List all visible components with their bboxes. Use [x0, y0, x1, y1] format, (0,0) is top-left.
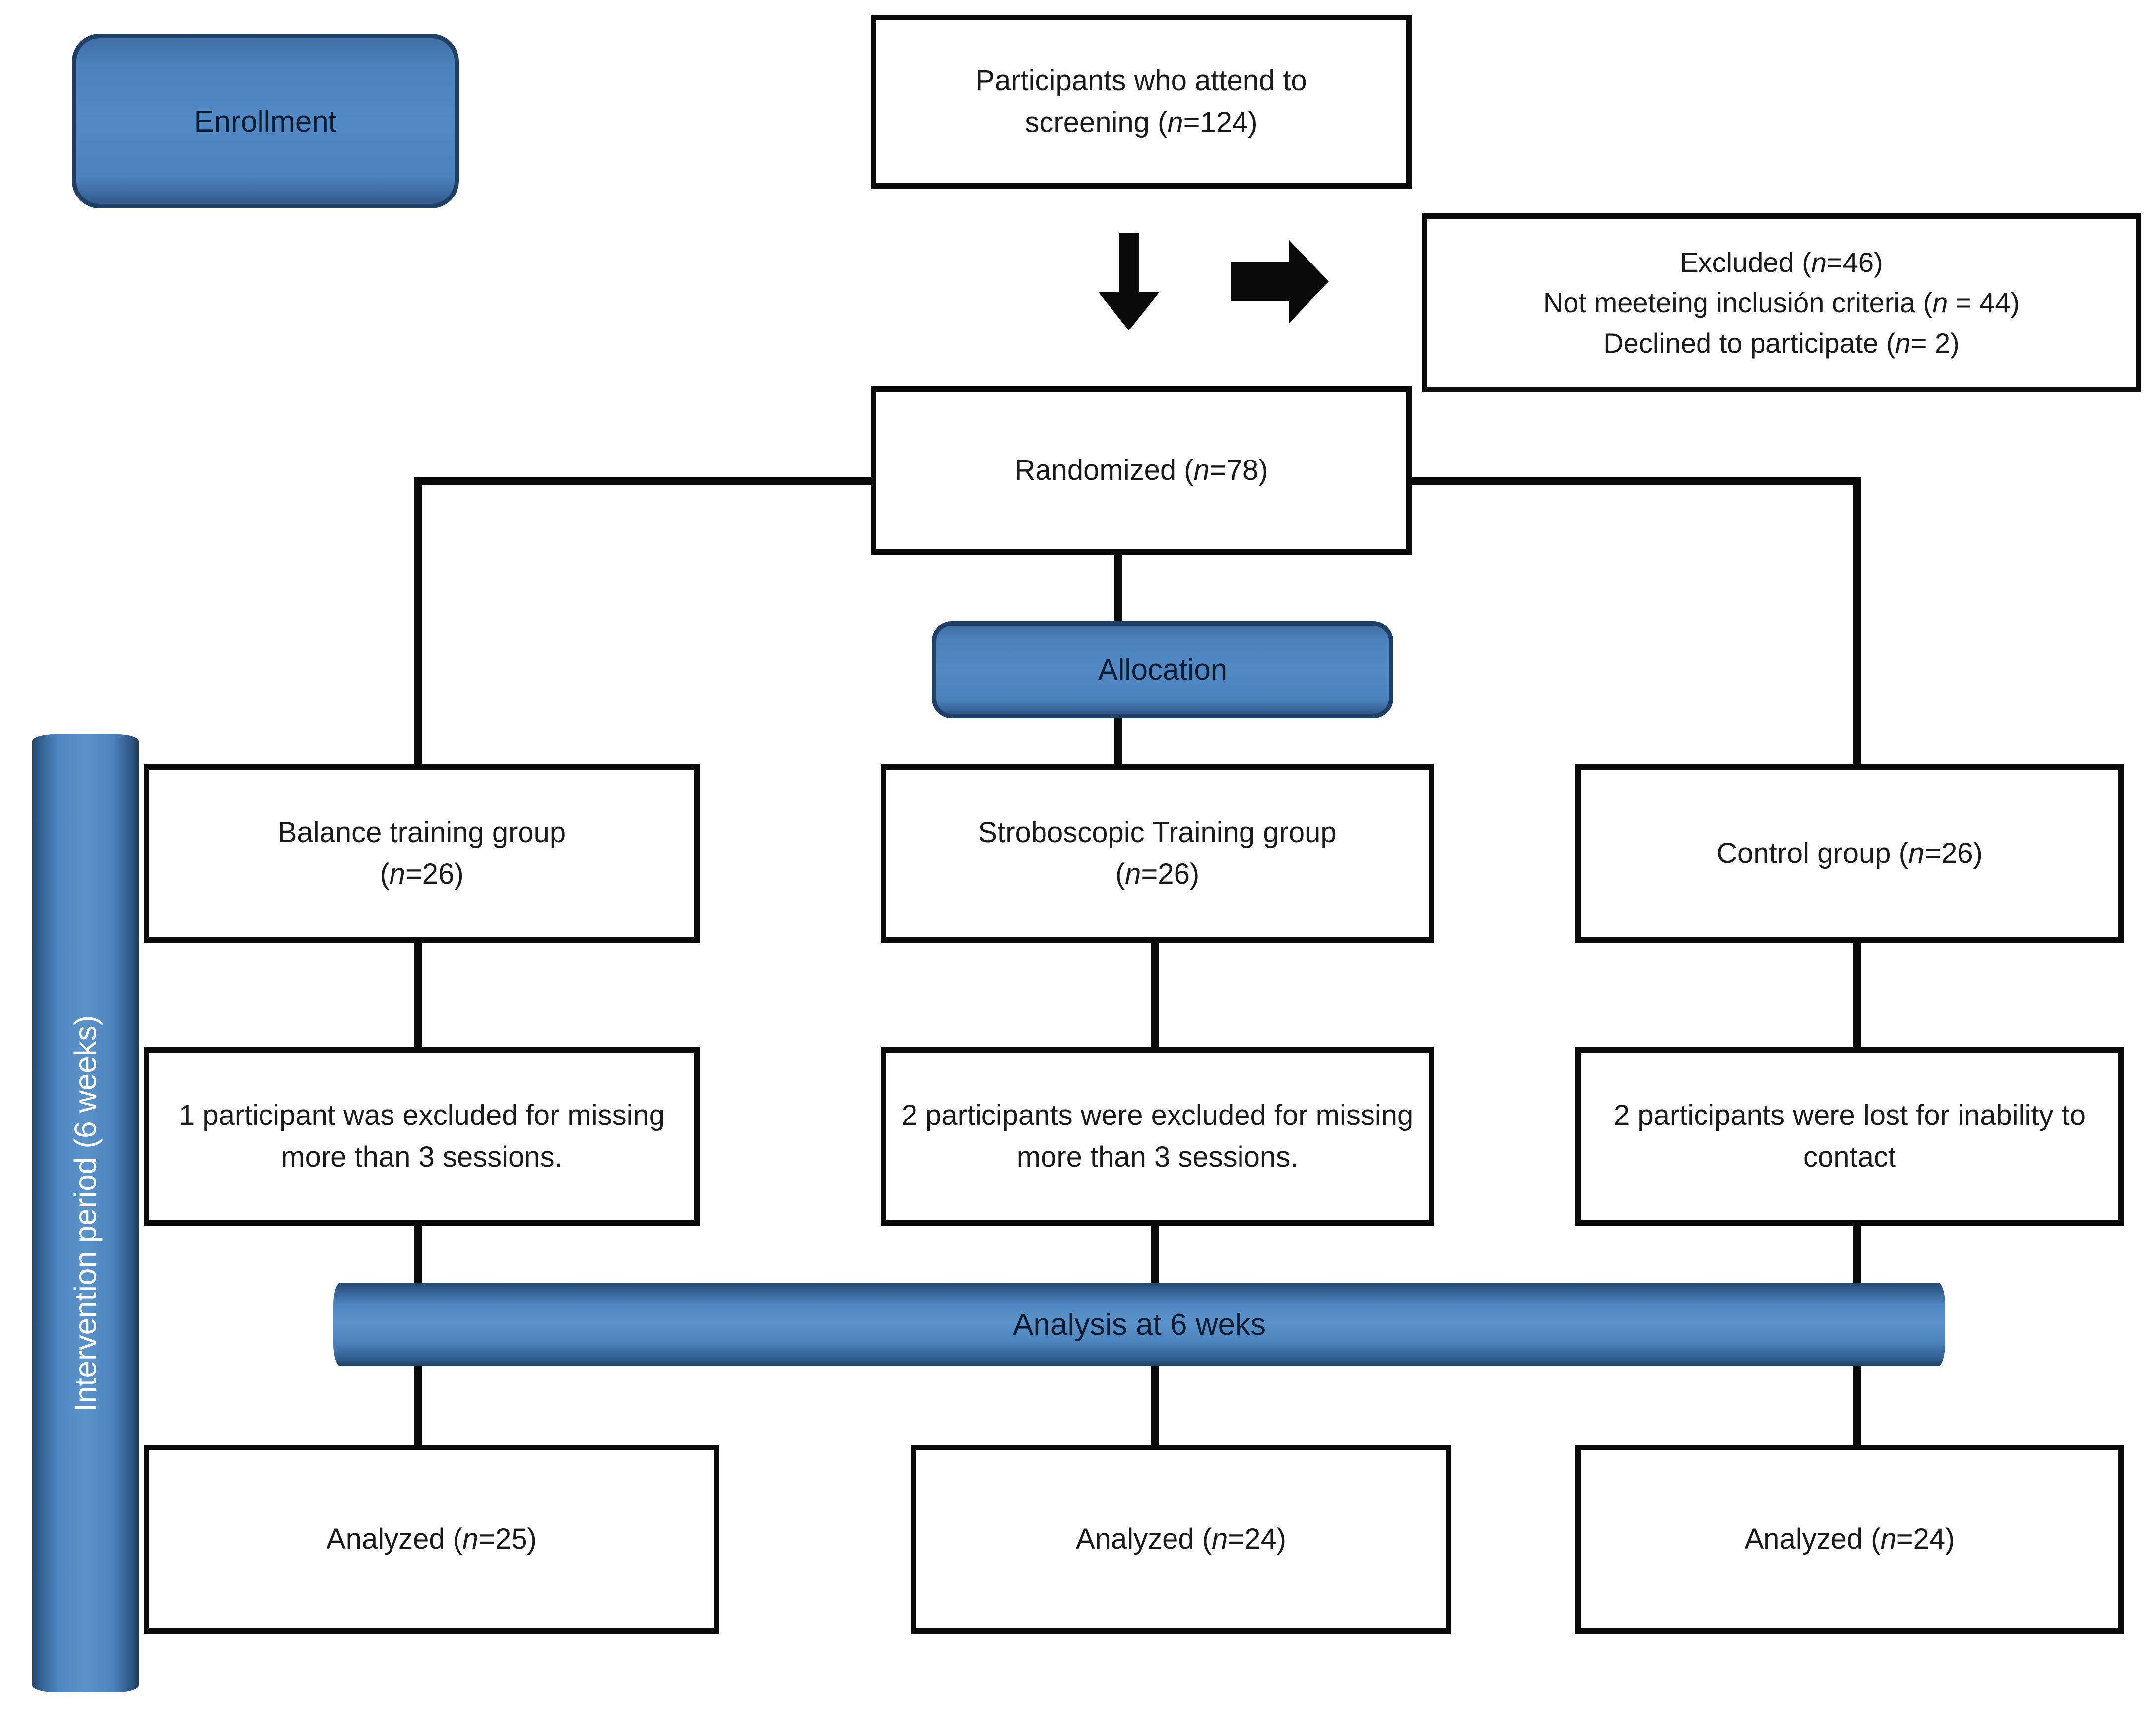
box-excluded-text: Excluded (n=46) Not meeteing inclusión c… — [1543, 247, 2020, 359]
connector-mid-dropout-to-analysis — [1151, 1223, 1159, 1293]
connector-right-dropout-to-analysis — [1853, 1223, 1861, 1293]
box-screening-text: Participants who attend to screening (n=… — [976, 64, 1307, 138]
box-excluded: Excluded (n=46) Not meeteing inclusión c… — [1422, 213, 2141, 392]
box-group-control: Control group (n=26) — [1575, 764, 2124, 943]
stage-badge-enrollment-label: Enrollment — [194, 104, 337, 138]
box-dropout-balance-training-text: 1 participant was excluded for missing m… — [178, 1099, 665, 1173]
box-analyzed-stroboscopic-training: Analyzed (n=24) — [911, 1445, 1451, 1634]
connector-left-dropout-to-analysis — [414, 1223, 422, 1293]
stage-badge-intervention-period: Intervention period (6 weeks) — [32, 734, 139, 1692]
connector-left-group-to-dropout — [414, 940, 422, 1050]
box-analyzed-control-text: Analyzed (n=24) — [1744, 1522, 1955, 1555]
box-group-balance-training: Balance training group (n=26) — [144, 764, 700, 943]
connector-mid-group-to-dropout — [1151, 940, 1159, 1050]
box-dropout-stroboscopic-training: 2 participants were excluded for missing… — [881, 1047, 1434, 1226]
connector-randomized-left-horizontal — [414, 477, 876, 485]
stage-badge-analysis-label: Analysis at 6 weks — [1013, 1307, 1266, 1342]
box-analyzed-control: Analyzed (n=24) — [1575, 1445, 2124, 1634]
connector-left-branch-vertical — [414, 477, 422, 764]
stage-badge-enrollment: Enrollment — [72, 34, 459, 208]
connector-randomized-right-horizontal — [1407, 477, 1861, 485]
connector-analysis-to-mid-analyzed — [1151, 1360, 1159, 1449]
stage-badge-intervention-period-label: Intervention period (6 weeks) — [68, 1015, 103, 1412]
box-dropout-stroboscopic-training-text: 2 participants were excluded for missing… — [901, 1099, 1414, 1173]
box-group-stroboscopic-training: Stroboscopic Training group (n=26) — [881, 764, 1434, 943]
connector-right-branch-vertical — [1853, 477, 1861, 764]
box-group-control-text: Control group (n=26) — [1716, 837, 1983, 869]
box-randomized: Randomized (n=78) — [871, 386, 1412, 555]
box-screening: Participants who attend to screening (n=… — [871, 15, 1412, 189]
box-dropout-control: 2 participants were lost for inability t… — [1575, 1047, 2124, 1226]
box-group-stroboscopic-training-text: Stroboscopic Training group (n=26) — [978, 816, 1337, 890]
connector-analysis-to-left-analyzed — [414, 1360, 422, 1449]
stage-badge-allocation: Allocation — [932, 621, 1393, 718]
box-analyzed-balance-training: Analyzed (n=25) — [144, 1445, 719, 1634]
box-analyzed-balance-training-text: Analyzed (n=25) — [327, 1522, 537, 1555]
right-arrow-icon — [1231, 240, 1329, 323]
box-dropout-balance-training: 1 participant was excluded for missing m… — [144, 1047, 700, 1226]
box-group-balance-training-text: Balance training group (n=26) — [277, 816, 566, 890]
box-analyzed-stroboscopic-training-text: Analyzed (n=24) — [1076, 1522, 1286, 1555]
connector-right-group-to-dropout — [1853, 940, 1861, 1050]
stage-badge-allocation-label: Allocation — [1098, 653, 1228, 686]
box-dropout-control-text: 2 participants were lost for inability t… — [1614, 1099, 2086, 1173]
down-arrow-icon — [1098, 233, 1160, 330]
box-randomized-text: Randomized (n=78) — [1014, 454, 1268, 486]
connector-analysis-to-right-analyzed — [1853, 1360, 1861, 1449]
stage-badge-analysis: Analysis at 6 weks — [333, 1283, 1945, 1366]
